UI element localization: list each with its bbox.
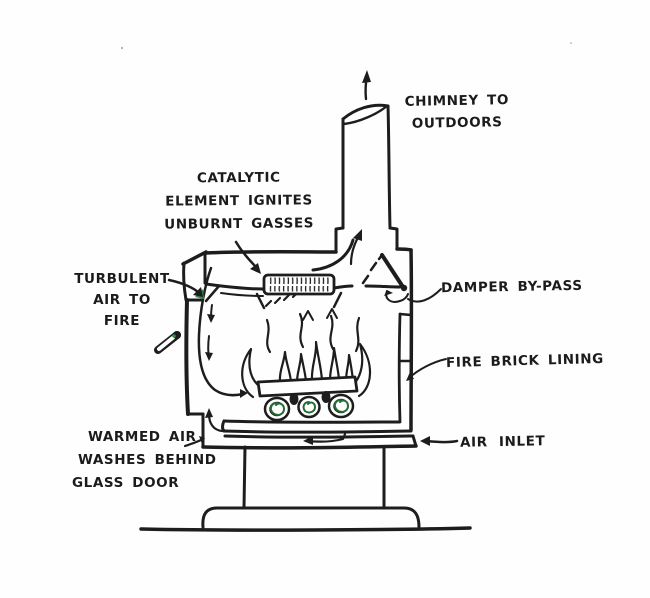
- label-damper-text: DAMPER BY-PASS: [440, 277, 583, 297]
- label-catalytic-line3: UNBURNT GASSES: [164, 215, 315, 233]
- firebrick-label-connector: [406, 358, 447, 381]
- damper-flap: [361, 253, 409, 303]
- catalytic-shelf: [255, 278, 402, 310]
- label-turbulent-line1: TURBULENT: [74, 271, 170, 287]
- label-air-inlet: AIR INLET: [460, 430, 546, 453]
- catalytic-label-arrow: [234, 240, 261, 274]
- label-turbulent: TURBULENT AIR TO FIRE: [68, 269, 176, 332]
- catalytic-element: [262, 273, 336, 296]
- turbulent-label-arrow: [167, 278, 204, 299]
- paper-specks: [121, 42, 572, 49]
- air-up-behind-door-arrow: [205, 408, 224, 433]
- label-chimney-line1: CHIMNEY TO: [404, 92, 510, 110]
- label-catalytic-line1: CATALYTIC: [196, 169, 281, 187]
- chimney-pipe: [334, 103, 399, 253]
- fire-brick-lining: [397, 312, 413, 424]
- chimney-flow-arrow: [362, 70, 371, 101]
- firebox-floor: [201, 419, 418, 450]
- label-damper-bypass: DAMPER BY-PASS: [441, 275, 583, 299]
- flue-elbow: [311, 238, 355, 272]
- label-fire-brick-text: FIRE BRICK LINING: [445, 350, 605, 372]
- label-warmed-line2: WASHES BEHIND: [78, 452, 217, 468]
- label-turbulent-line3: FIRE: [103, 313, 141, 329]
- label-fire-brick: FIRE BRICK LINING: [446, 348, 604, 374]
- label-catalytic: CATALYTIC ELEMENT IGNITES UNBURNT GASSES: [160, 166, 319, 236]
- label-catalytic-line2: ELEMENT IGNITES: [165, 192, 313, 210]
- pedestal-base: [139, 445, 472, 532]
- label-chimney: CHIMNEY TO OUTDOORS: [403, 89, 512, 135]
- label-air-inlet-text: AIR INLET: [459, 433, 546, 451]
- flue-flow-arrow: [349, 229, 362, 266]
- logs: [263, 391, 355, 422]
- air-inlet-arrow: [420, 436, 459, 446]
- door-handle: [154, 331, 181, 354]
- label-chimney-line2: OUTDOORS: [411, 114, 503, 132]
- flames: [241, 308, 372, 399]
- stove-body: [181, 247, 414, 432]
- damper-label-connector: [407, 288, 442, 303]
- label-warmed-air: WARMED AIR WASHES BEHIND GLASS DOOR: [66, 426, 217, 495]
- label-warmed-line3: GLASS DOOR: [72, 475, 180, 491]
- air-channel-arrow: [303, 432, 347, 445]
- log-grate: [256, 375, 359, 398]
- warmed-label-arrow: [183, 436, 205, 448]
- label-turbulent-line2: AIR TO: [93, 292, 151, 308]
- label-warmed-line1: WARMED AIR: [88, 429, 197, 445]
